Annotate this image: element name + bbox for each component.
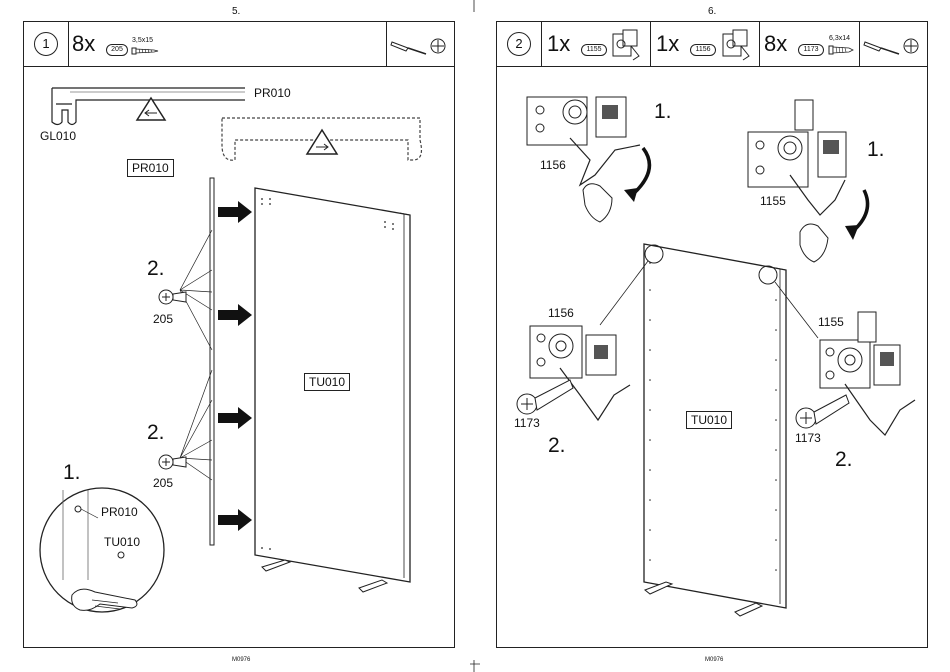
step-2-label-left: 2.	[548, 434, 566, 458]
code-1155-top: 1155	[760, 194, 786, 208]
hinge-icon	[530, 326, 630, 420]
hinge-icon	[820, 312, 915, 435]
label-tu010-right: TU010	[686, 411, 732, 429]
code-1156-mid: 1156	[548, 306, 574, 320]
code-1173-right: 1173	[795, 431, 821, 445]
footer-code-right: M0976	[705, 657, 723, 663]
hand-icon	[583, 184, 612, 222]
code-1173-left: 1173	[514, 416, 540, 430]
step-1-label-right: 1.	[867, 138, 885, 162]
step-1-label-left: 1.	[654, 100, 672, 124]
step-2-label-right: 2.	[835, 448, 853, 472]
code-1155-mid: 1155	[818, 315, 844, 329]
code-1156-top: 1156	[540, 158, 566, 172]
hand-icon	[800, 224, 828, 262]
